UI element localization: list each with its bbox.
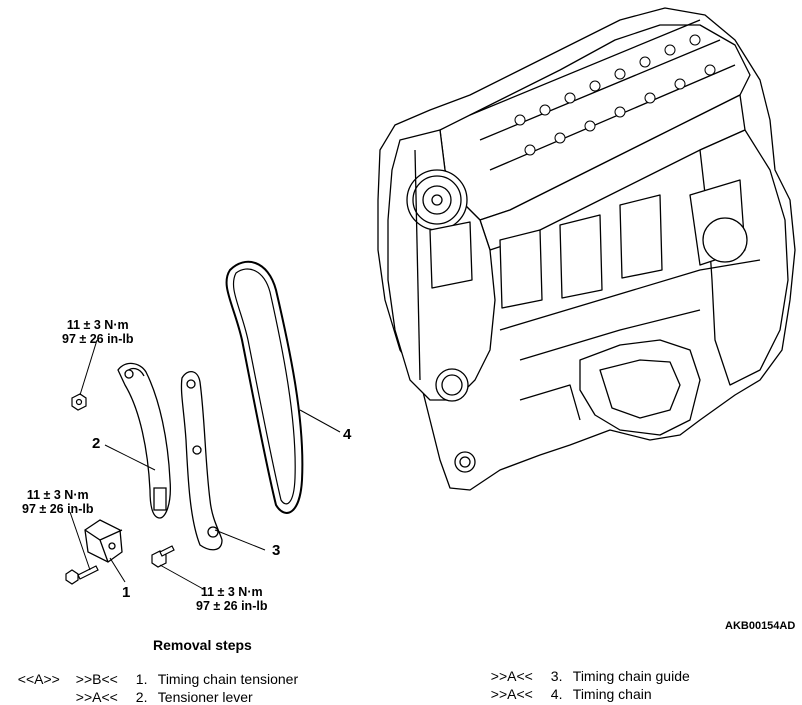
removal-tag: >>A<< bbox=[75, 689, 118, 705]
timing-chain-guide bbox=[180, 371, 223, 551]
removal-step-4: >>A<< 4. Timing chain bbox=[483, 670, 652, 702]
removal-tag: >>A<< bbox=[490, 668, 533, 684]
bolts bbox=[65, 393, 175, 585]
step-label: Timing chain tensioner bbox=[157, 671, 299, 687]
torque-imperial: 97 ± 26 in-lb bbox=[22, 502, 94, 516]
step-number: 3. bbox=[550, 668, 563, 684]
torque-spec-tensioner-bolt: 11 ± 3 N·m 97 ± 26 in-lb bbox=[22, 488, 93, 516]
step-label: Timing chain bbox=[572, 686, 652, 702]
cam-cap-details bbox=[514, 34, 716, 156]
torque-imperial: 97 ± 26 in-lb bbox=[62, 332, 134, 346]
callout-2: 2 bbox=[92, 435, 101, 452]
removal-step-3: >>A<< 3. Timing chain guide bbox=[483, 652, 690, 684]
torque-metric: 11 ± 3 N·m bbox=[26, 488, 89, 502]
removal-tag: >>A<< bbox=[490, 686, 533, 702]
step-number: 1. bbox=[135, 671, 148, 687]
callout-4: 4 bbox=[343, 426, 352, 443]
removal-tag: >>B<< bbox=[75, 671, 118, 687]
timing-chain bbox=[225, 260, 304, 514]
step-label: Timing chain guide bbox=[572, 668, 690, 684]
torque-spec-guide-bolt: 11 ± 3 N·m 97 ± 26 in-lb bbox=[196, 585, 267, 613]
leader-lines bbox=[69, 339, 341, 591]
step-number: 2. bbox=[135, 689, 148, 705]
timing-chain-tensioner bbox=[84, 519, 123, 563]
callout-3: 3 bbox=[272, 542, 281, 559]
step-number: 4. bbox=[550, 686, 563, 702]
removal-steps-title: Removal steps bbox=[153, 637, 252, 653]
torque-spec-lever-bolt: 11 ± 3 N·m 97 ± 26 in-lb bbox=[62, 318, 133, 346]
callout-1: 1 bbox=[122, 584, 131, 601]
torque-imperial: 97 ± 26 in-lb bbox=[196, 599, 268, 613]
removal-step-1: <<A>> >>B<< 1. Timing chain tensioner bbox=[10, 655, 298, 687]
figure-id: AKB00154AD bbox=[725, 620, 796, 632]
install-tag: <<A>> bbox=[17, 671, 60, 687]
step-label: Tensioner lever bbox=[157, 689, 253, 705]
removal-step-2: >>A<< 2. Tensioner lever bbox=[68, 673, 253, 705]
torque-metric: 11 ± 3 N·m bbox=[200, 585, 263, 599]
torque-metric: 11 ± 3 N·m bbox=[66, 318, 129, 332]
engine-assembly bbox=[377, 7, 796, 491]
tensioner-lever bbox=[117, 362, 171, 519]
